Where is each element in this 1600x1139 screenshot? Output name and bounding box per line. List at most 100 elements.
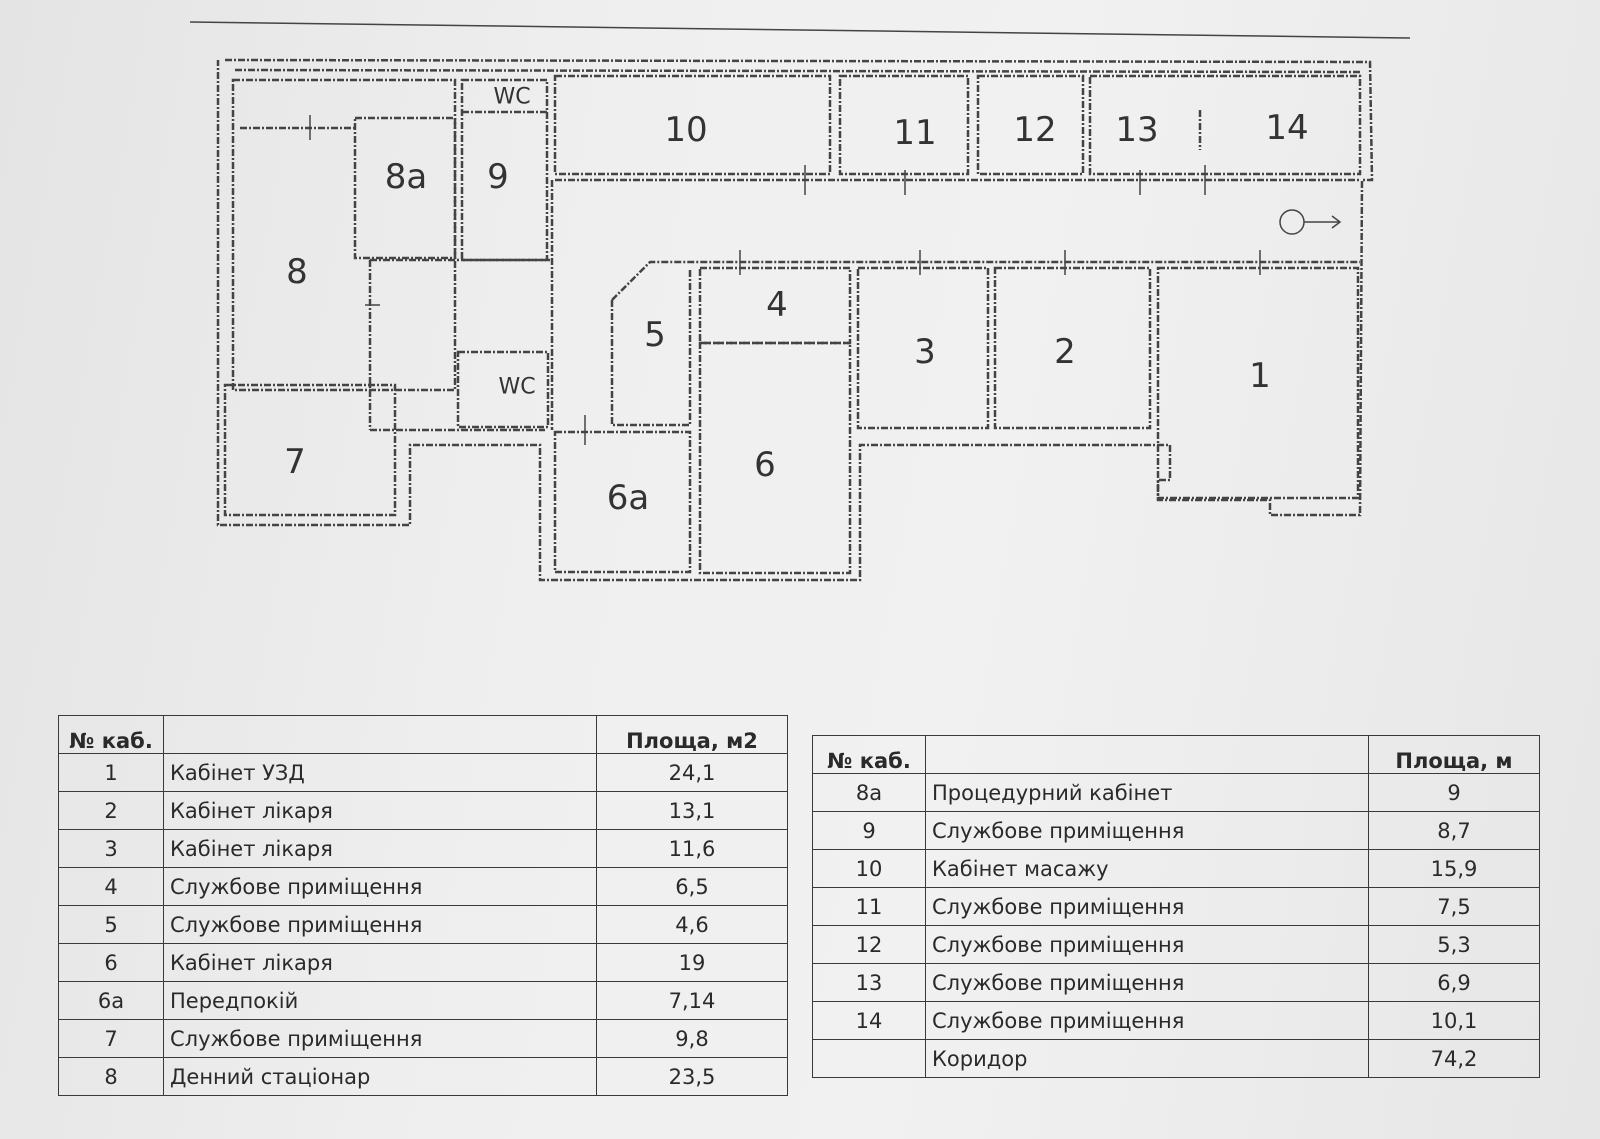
cell-area: 24,1	[596, 753, 788, 792]
room-9-outline	[460, 78, 549, 262]
col-area-header: Площа, м2	[596, 715, 788, 754]
cell-area: 10,1	[1368, 1001, 1540, 1040]
cell-num: 8	[58, 1057, 164, 1096]
cell-num: 8а	[812, 773, 926, 812]
room-6a-outline	[553, 430, 692, 574]
floor-plan	[189, 21, 1411, 582]
cell-area: 8,7	[1368, 811, 1540, 850]
cell-area: 23,5	[596, 1057, 788, 1096]
wc-lower-outline	[456, 350, 550, 429]
cell-area: 74,2	[1368, 1039, 1540, 1078]
table-row: 4 Службове приміщення 6,5	[58, 867, 788, 906]
cell-name: Службове приміщення	[163, 1019, 597, 1058]
room-label-3: 3	[914, 332, 936, 372]
room-label-1: 1	[1249, 356, 1271, 396]
room-5-outline	[610, 268, 692, 427]
cell-area: 15,9	[1368, 849, 1540, 888]
cell-num: 6	[58, 943, 164, 982]
room-label-10: 10	[664, 110, 708, 150]
col-area-header: Площа, м	[1368, 735, 1540, 774]
cell-area: 13,1	[596, 791, 788, 830]
room-label-2: 2	[1054, 332, 1076, 372]
cell-num: 10	[812, 849, 926, 888]
cell-name: Службове приміщення	[163, 905, 597, 944]
room-label-8: 8	[286, 252, 308, 292]
room-8-outline	[231, 78, 457, 392]
cell-area: 9	[1368, 773, 1540, 812]
outer-wall	[216, 58, 1374, 582]
cell-area: 7,5	[1368, 887, 1540, 926]
cell-num: 4	[58, 867, 164, 906]
wc-label-upper: WC	[493, 84, 531, 110]
table-row: 8 Денний стаціонар 23,5	[58, 1057, 788, 1096]
table-row: 9 Службове приміщення 8,7	[812, 811, 1540, 850]
cell-num: 6а	[58, 981, 164, 1020]
room-label-14: 14	[1265, 108, 1309, 148]
room-label-11: 11	[893, 113, 937, 153]
cell-area: 5,3	[1368, 925, 1540, 964]
room-11-outline	[838, 74, 970, 176]
cell-num: 12	[812, 925, 926, 964]
table-row: 7 Службове приміщення 9,8	[58, 1019, 788, 1058]
cell-num: 9	[812, 811, 926, 850]
room-label-4: 4	[766, 285, 788, 325]
col-name-header	[163, 715, 597, 754]
room-2-outline	[993, 266, 1152, 430]
cell-name: Денний стаціонар	[163, 1057, 597, 1096]
room-6-outline	[698, 341, 852, 575]
cell-num: 7	[58, 1019, 164, 1058]
col-number-header: № каб.	[812, 735, 926, 774]
room-3-outline	[856, 266, 990, 430]
cell-area: 6,9	[1368, 963, 1540, 1002]
table-row: 13 Службове приміщення 6,9	[812, 963, 1540, 1002]
cell-num	[812, 1039, 926, 1078]
cell-name: Процедурний кабінет	[925, 773, 1369, 812]
cell-num: 14	[812, 1001, 926, 1040]
room-label-6a: 6а	[606, 478, 650, 518]
table-row: Коридор 74,2	[812, 1039, 1540, 1078]
cell-num: 13	[812, 963, 926, 1002]
cell-area: 11,6	[596, 829, 788, 868]
col-number-header: № каб.	[58, 715, 164, 754]
room-10-outline	[553, 74, 832, 176]
room-label-6: 6	[754, 445, 776, 485]
cell-name: Службове приміщення	[925, 963, 1369, 1002]
room-12-outline	[976, 74, 1085, 176]
room-label-9: 9	[487, 157, 509, 197]
cell-area: 6,5	[596, 867, 788, 906]
cell-num: 5	[58, 905, 164, 944]
table-row: 11 Службове приміщення 7,5	[812, 887, 1540, 926]
room-label-5: 5	[644, 315, 666, 355]
cell-name: Кабінет лікаря	[163, 791, 597, 830]
cell-name: Кабінет УЗД	[163, 753, 597, 792]
table-row: 3 Кабінет лікаря 11,6	[58, 829, 788, 868]
cell-area: 7,14	[596, 981, 788, 1020]
cell-name: Коридор	[925, 1039, 1369, 1078]
cell-name: Службове приміщення	[925, 925, 1369, 964]
cell-name: Кабінет лікаря	[163, 943, 597, 982]
cell-name: Службове приміщення	[925, 811, 1369, 850]
table-row: 1 Кабінет УЗД 24,1	[58, 753, 788, 792]
col-name-header	[925, 735, 1369, 774]
cell-name: Передпокій	[163, 981, 597, 1020]
table-row: 14 Службове приміщення 10,1	[812, 1001, 1540, 1040]
cell-num: 1	[58, 753, 164, 792]
room-label-8a: 8а	[384, 157, 428, 197]
table-row: 6а Передпокій 7,14	[58, 981, 788, 1020]
table-row: 12 Службове приміщення 5,3	[812, 925, 1540, 964]
room-8a-outline	[353, 116, 457, 260]
room-label-13: 13	[1115, 110, 1159, 150]
room-13-14-outline	[1088, 74, 1362, 176]
table-row: 6 Кабінет лікаря 19	[58, 943, 788, 982]
cell-name: Службове приміщення	[163, 867, 597, 906]
rooms-table-left: № каб. Площа, м2 1 Кабінет УЗД 24,1 2 Ка…	[58, 715, 788, 1096]
cell-num: 11	[812, 887, 926, 926]
cell-name: Службове приміщення	[925, 887, 1369, 926]
cell-area: 9,8	[596, 1019, 788, 1058]
table-row: 8а Процедурний кабінет 9	[812, 773, 1540, 812]
cell-name: Службове приміщення	[925, 1001, 1369, 1040]
table-row: 2 Кабінет лікаря 13,1	[58, 791, 788, 830]
cell-num: 3	[58, 829, 164, 868]
table-row: 10 Кабінет масажу 15,9	[812, 849, 1540, 888]
room-label-12: 12	[1013, 110, 1057, 150]
